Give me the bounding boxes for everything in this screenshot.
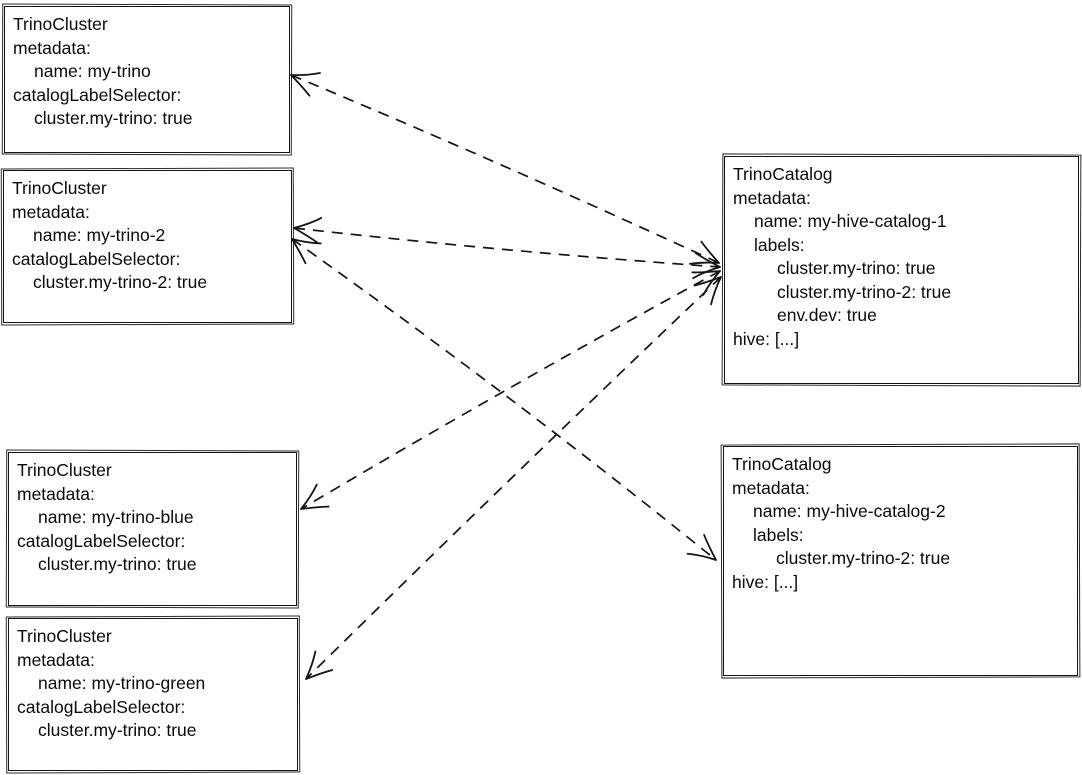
- node-line: name: my-hive-catalog-1: [754, 211, 947, 231]
- node-kind: TrinoCluster: [13, 14, 108, 34]
- node-line: catalogLabelSelector:: [13, 84, 182, 105]
- node-trino-cluster-my-trino: TrinoCluster metadata: name: my-trino ca…: [4, 6, 290, 153]
- node-line: name: my-trino-blue: [38, 507, 194, 527]
- node-line: cluster.my-trino: true: [34, 108, 193, 128]
- node-trino-cluster-my-trino-blue: TrinoCluster metadata: name: my-trino-bl…: [8, 452, 297, 606]
- node-line: hive: [...]: [733, 328, 800, 349]
- node-line: labels:: [754, 234, 805, 255]
- node-line: env.dev: true: [777, 305, 877, 325]
- node-line: name: my-trino-green: [38, 673, 206, 693]
- node-line: metadata:: [17, 649, 95, 670]
- node-line: cluster.my-trino-2: true: [776, 548, 951, 568]
- node-trino-cluster-my-trino-green: TrinoCluster metadata: name: my-trino-gr…: [8, 618, 298, 771]
- node-kind: TrinoCluster: [17, 626, 112, 646]
- node-kind: TrinoCatalog: [732, 454, 832, 474]
- node-line: metadata:: [13, 37, 91, 58]
- node-line: cluster.my-trino: true: [38, 554, 197, 574]
- node-line: cluster.my-trino: true: [38, 720, 197, 740]
- node-line: name: my-trino: [34, 61, 151, 81]
- node-line: cluster.my-trino-2: true: [33, 272, 208, 292]
- node-line: cluster.my-trino: true: [777, 258, 936, 278]
- node-trino-cluster-my-trino-2: TrinoCluster metadata: name: my-trino-2 …: [3, 170, 292, 323]
- node-line: name: my-trino-2: [33, 225, 166, 245]
- node-line: metadata:: [733, 187, 811, 208]
- edge-catalog1-my-trino-2: [293, 217, 721, 280]
- node-line: hive: [...]: [732, 571, 799, 592]
- node-trino-catalog-my-hive-catalog-2: TrinoCatalog metadata: name: my-hive-cat…: [723, 446, 1078, 676]
- node-line: catalogLabelSelector:: [17, 530, 186, 551]
- edge-catalog1-my-trino: [290, 72, 720, 265]
- node-kind: TrinoCatalog: [733, 164, 833, 184]
- node-line: metadata:: [17, 483, 95, 504]
- node-line: metadata:: [12, 201, 90, 222]
- node-trino-catalog-my-hive-catalog-1: TrinoCatalog metadata: name: my-hive-cat…: [724, 156, 1079, 384]
- node-line: labels:: [753, 524, 804, 545]
- node-kind: TrinoCluster: [12, 178, 107, 198]
- node-line: catalogLabelSelector:: [12, 248, 181, 269]
- node-line: name: my-hive-catalog-2: [753, 501, 946, 521]
- node-kind: TrinoCluster: [17, 460, 112, 480]
- node-line: catalogLabelSelector:: [17, 696, 186, 717]
- node-line: metadata:: [732, 477, 810, 498]
- edge-catalog1-my-trino-blue: [300, 270, 721, 510]
- edge-my-trino-2-catalog2: [291, 238, 717, 561]
- node-line: cluster.my-trino-2: true: [777, 281, 952, 302]
- edge-catalog1-my-trino-green: [305, 276, 722, 680]
